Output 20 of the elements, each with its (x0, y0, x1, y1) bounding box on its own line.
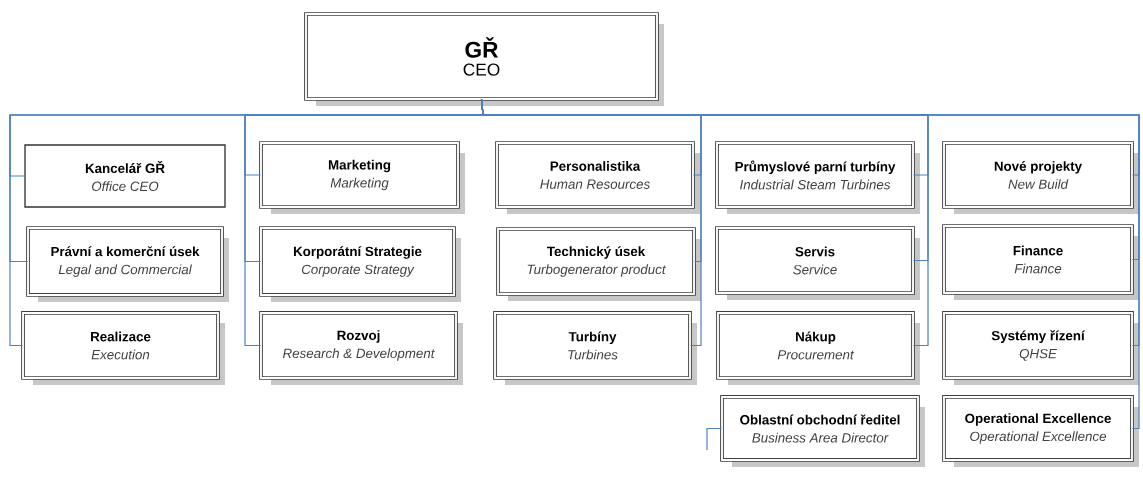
org-box: Turbíny Turbines (493, 311, 697, 385)
org-box: Finance Finance (942, 224, 1139, 300)
org-box: Průmyslové parní turbíny Industrial Steam Turbines (715, 141, 920, 214)
org-box: Operational Excellence Operational Excellence (942, 395, 1139, 467)
org-box: Realizace Execution (21, 311, 225, 385)
org-box: Servis Service (715, 226, 920, 300)
connector (480, 98, 1140, 430)
connector (706, 427, 723, 451)
org-box: Rozvoj Research & Development (259, 311, 463, 385)
org-box: Oblastní obchodní ředitel Business Area Director (720, 395, 925, 467)
org-box: Kancelář GŘ Office CEO (24, 144, 226, 208)
ceo-box: GŘ CEO (304, 12, 664, 106)
org-box: Marketing Marketing (259, 141, 465, 214)
org-box: Nové projekty New Build (942, 141, 1139, 214)
org-box: Korporátní Strategie Corporate Strategy (259, 226, 461, 302)
org-box: Právní a komerční úsek Legal and Commercial (26, 226, 229, 302)
org-box: Technický úsek Turbogenerator product (496, 227, 701, 301)
org-box: Nákup Procurement (716, 311, 920, 385)
org-box: Systémy řízení QHSE (942, 311, 1139, 385)
org-box: Personalistika Human Resources (495, 141, 700, 214)
